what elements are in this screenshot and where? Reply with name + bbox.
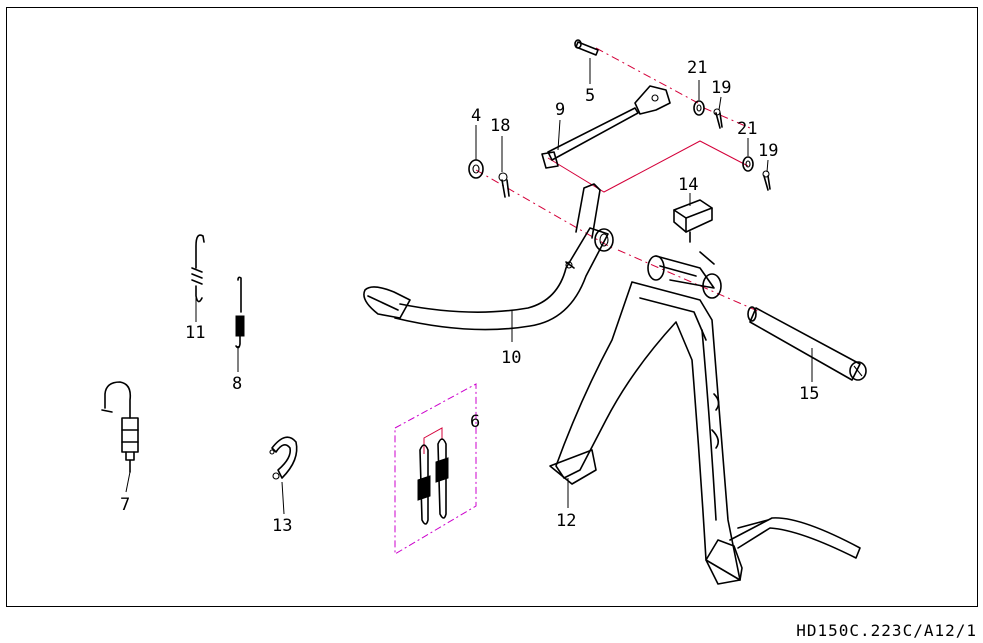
part-11-spring xyxy=(191,234,205,303)
part-19-cotter-upper xyxy=(713,108,723,129)
part-15-shaft xyxy=(747,306,867,381)
callout-12: 12 xyxy=(556,511,577,531)
part-5-pin xyxy=(574,39,599,56)
callout-21-upper: 21 xyxy=(687,58,708,78)
part-9-rod xyxy=(541,85,671,169)
part-8-spring xyxy=(235,276,245,349)
callout-10: 10 xyxy=(501,348,522,368)
part-19-cotter-lower xyxy=(762,170,771,191)
part-13-circlip xyxy=(269,436,298,480)
callout-21-lower: 21 xyxy=(737,119,758,139)
part-10-lever xyxy=(363,183,614,331)
callout-6: 6 xyxy=(470,412,481,432)
part-18-cotter xyxy=(498,172,510,198)
callout-5: 5 xyxy=(585,86,596,106)
callout-19-upper: 19 xyxy=(711,78,732,98)
callout-14: 14 xyxy=(678,175,699,195)
part-21-washer-lower xyxy=(742,156,754,172)
callout-9: 9 xyxy=(555,100,566,120)
leader-lines xyxy=(125,58,813,515)
callout-8: 8 xyxy=(232,374,243,394)
part-21-washer-upper xyxy=(693,100,705,116)
part-6-spring-set xyxy=(394,383,477,555)
reference-lines xyxy=(475,47,761,313)
callout-11: 11 xyxy=(185,323,206,343)
diagram-frame xyxy=(6,7,978,607)
document-code: HD150C.223C/A12/1 xyxy=(796,621,977,640)
part-7-switch xyxy=(101,381,139,473)
callout-4: 4 xyxy=(471,106,482,126)
callout-15: 15 xyxy=(799,384,820,404)
callout-13: 13 xyxy=(272,516,293,536)
part-4-washer xyxy=(468,159,484,179)
part-14-stopper xyxy=(673,199,713,243)
callout-18: 18 xyxy=(490,116,511,136)
callout-19-lower: 19 xyxy=(758,141,779,161)
callout-7: 7 xyxy=(120,495,131,515)
main-stand xyxy=(549,251,861,585)
